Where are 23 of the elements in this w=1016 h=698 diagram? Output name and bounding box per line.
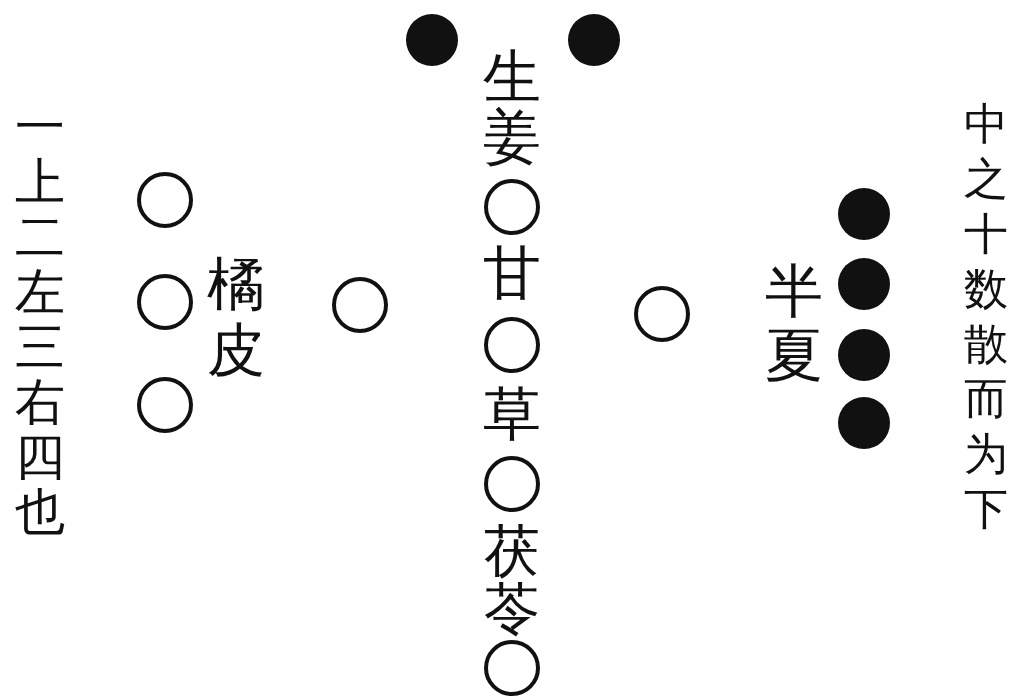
filled-dot [838,188,890,240]
open-circle [137,172,193,228]
vertical-text: 一上二左三右四也 [15,100,65,540]
open-circle [484,640,540,696]
filled-dot [568,14,620,66]
vertical-text: 甘 [483,243,541,303]
vertical-text: 中之十数散而为下 [964,97,1008,536]
vertical-text: 橘皮 [207,251,265,383]
filled-dot [838,258,890,310]
open-circle [484,456,540,512]
open-circle [137,377,193,433]
open-circle [137,274,193,330]
filled-dot [838,329,890,381]
open-circle [634,286,690,342]
open-circle [484,317,540,373]
filled-dot [838,397,890,449]
vertical-text: 茯苓 [484,522,540,638]
filled-dot [406,14,458,66]
vertical-text: 生姜 [483,47,541,167]
vertical-text: 草 [483,384,541,444]
vertical-text: 半夏 [765,259,823,387]
open-circle [332,277,388,333]
open-circle [484,179,540,235]
